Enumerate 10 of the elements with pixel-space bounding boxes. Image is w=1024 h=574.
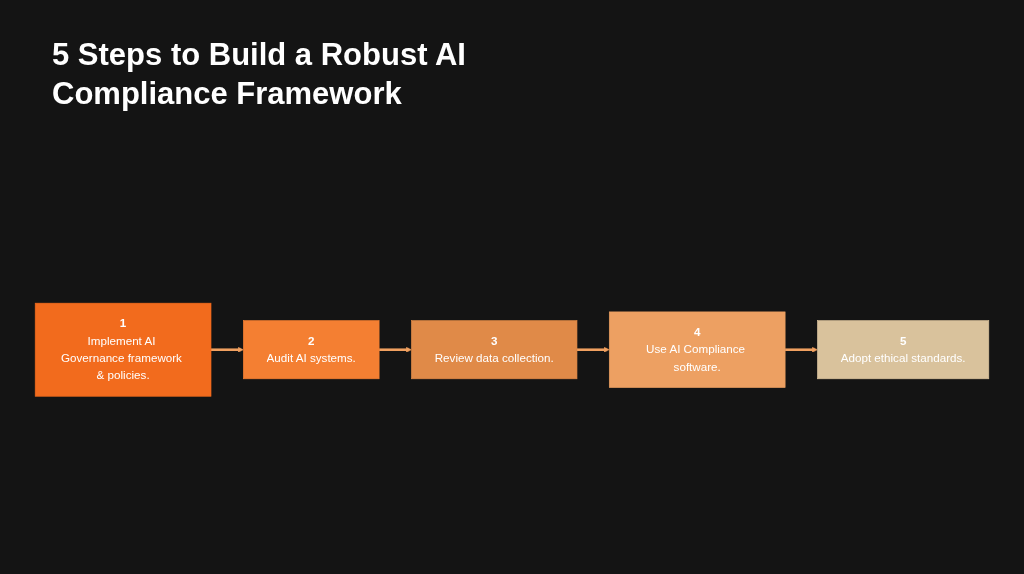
node-box: 1 Implement AI Governance framework & policies.	[34, 303, 212, 397]
arrow	[379, 347, 412, 353]
node-box: 4 Use AI Compliance software.	[608, 311, 786, 389]
arrow	[785, 347, 818, 353]
diagram-title: 5 Steps to Build a Robust AI Compliance Framework	[52, 36, 467, 113]
arrow	[577, 347, 610, 353]
node-box: 5 Adopt ethical standards.	[817, 320, 990, 380]
arrow	[211, 347, 244, 353]
node-box: 2 Audit AI systems.	[243, 320, 380, 380]
node-box: 3 Review data collection.	[411, 320, 578, 380]
